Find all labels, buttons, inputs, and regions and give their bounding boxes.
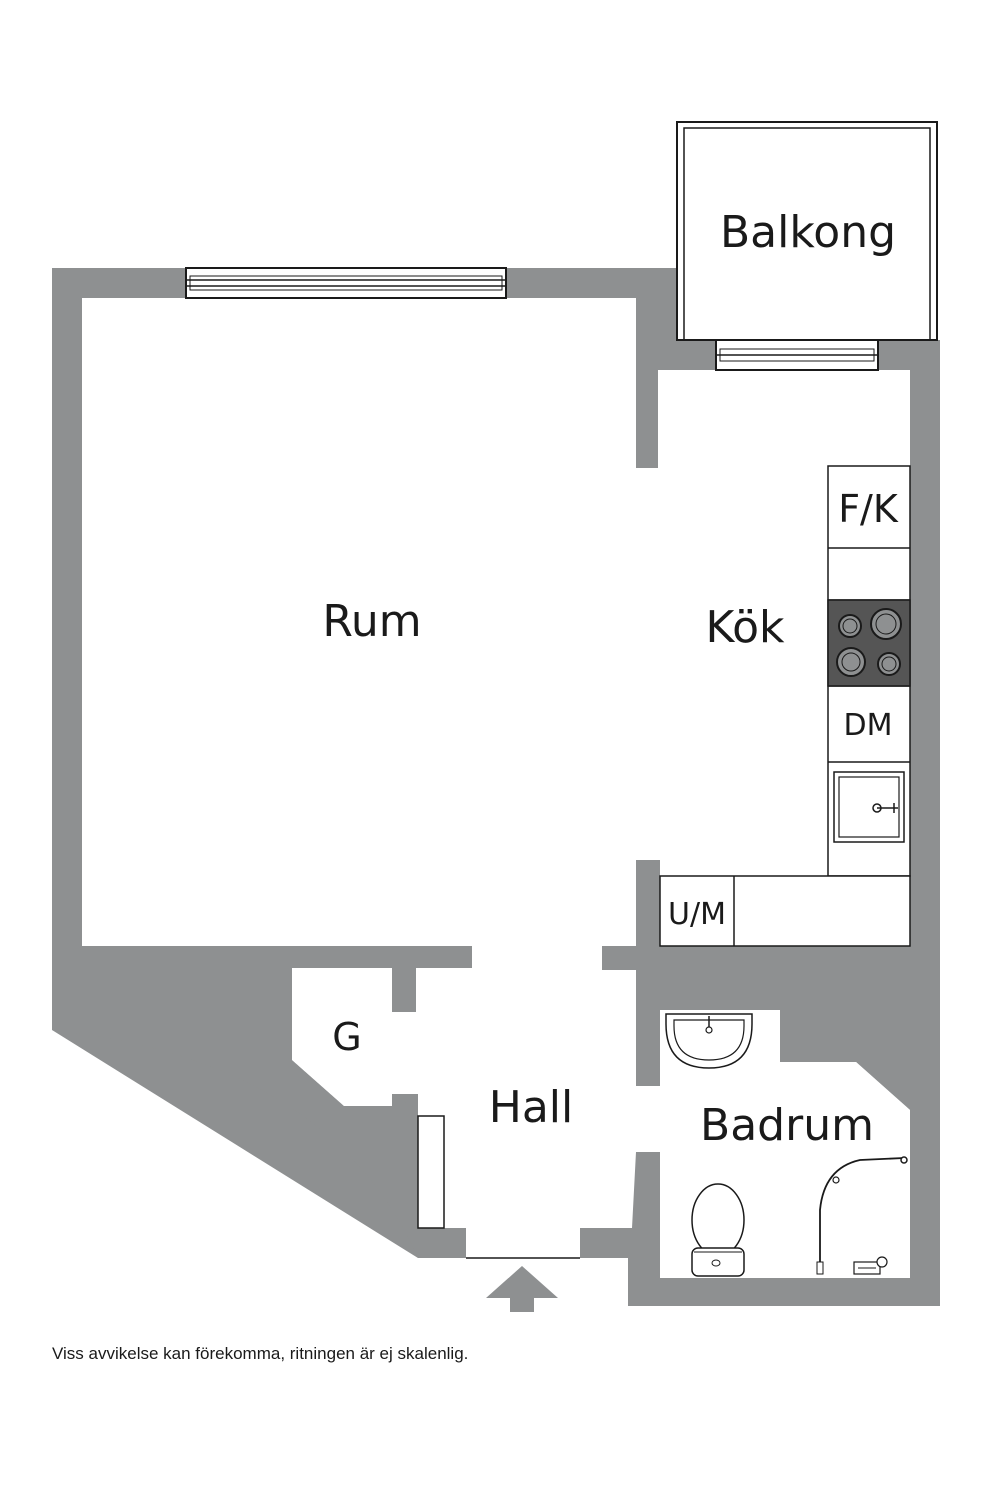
hall-floor [292,946,636,1258]
washbasin-icon [665,1013,753,1069]
rum-kok-floor [82,298,910,946]
room-label-kok: Kök [705,602,785,653]
fixture-label-microwave: U/M [668,897,726,932]
hall-shelf [417,1115,445,1229]
room-label-hall: Hall [489,1082,574,1133]
room-label-garderob: G [332,1015,361,1059]
fixture-label-fridge: F/K [838,487,899,531]
stove-icon [827,599,911,687]
window-rum [185,267,507,299]
room-label-badrum: Badrum [700,1100,874,1151]
curved-wall [52,946,472,1258]
toilet-icon [691,1183,745,1277]
disclaimer-text: Viss avvikelse kan förekomma, ritningen … [52,1344,469,1363]
entrance-arrow-icon [486,1266,558,1312]
window-balcony [715,339,879,371]
room-label-rum: Rum [322,596,421,647]
shower-icon [816,1156,908,1275]
wall-stub-g [392,968,416,1012]
fixture-label-dishwasher: DM [844,708,893,743]
room-label-balkong: Balkong [720,207,896,258]
kitchen-sink-icon [833,771,905,843]
lower-counter [659,875,911,947]
